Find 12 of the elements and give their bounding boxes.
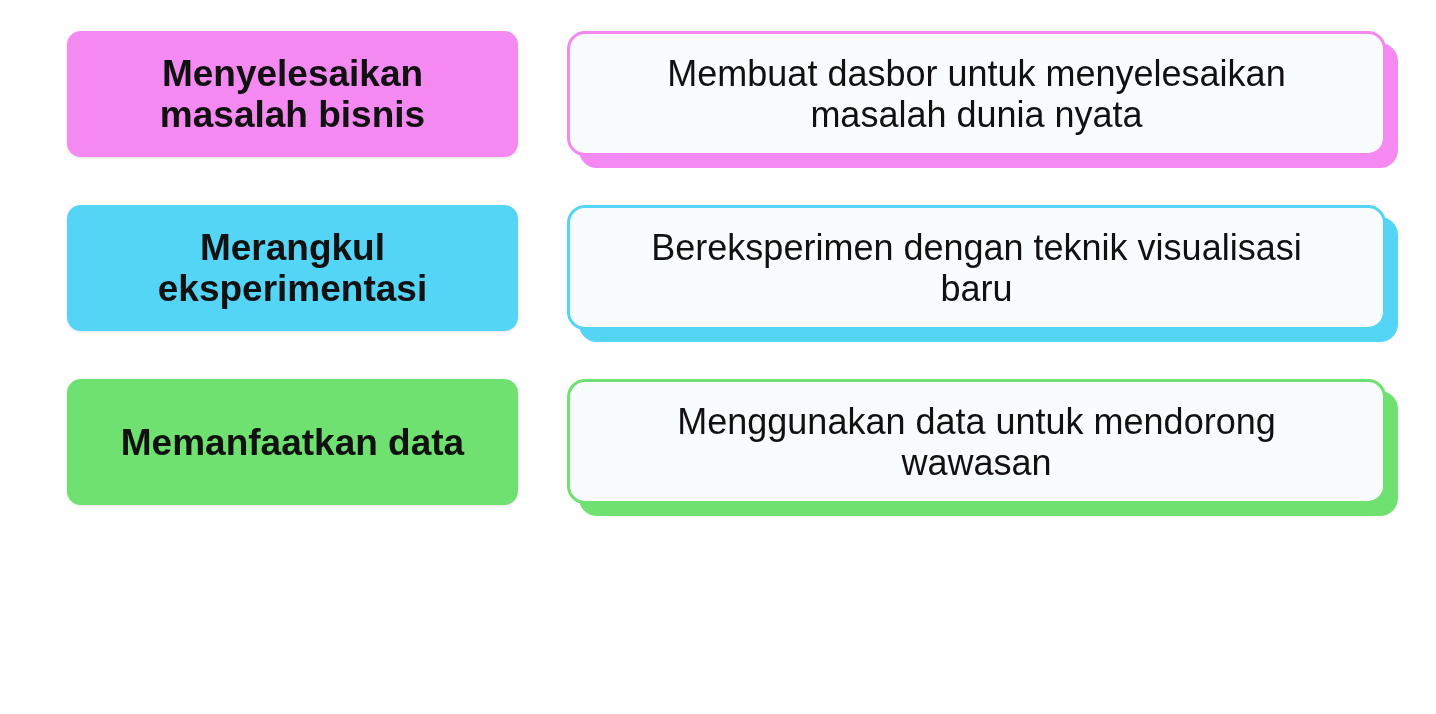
label-box: [67, 31, 518, 157]
label-text: Merangkul eksperimentasi: [156, 227, 429, 309]
description-text: Bereksperimen dengan teknik visualisasi baru: [650, 226, 1303, 309]
label-box: [67, 205, 518, 331]
description-text: Membuat dasbor untuk menyelesaikan masalah dunia nyata: [666, 52, 1287, 135]
label-text: Menyelesaikan masalah bisnis: [158, 53, 427, 135]
label-text: Memanfaatkan data: [119, 421, 466, 463]
description-card: [567, 31, 1398, 168]
description-card: [567, 379, 1398, 516]
description-card: [567, 205, 1398, 342]
label-box: [67, 379, 518, 505]
description-text: Menggunakan data untuk mendorong wawasan: [676, 400, 1277, 483]
